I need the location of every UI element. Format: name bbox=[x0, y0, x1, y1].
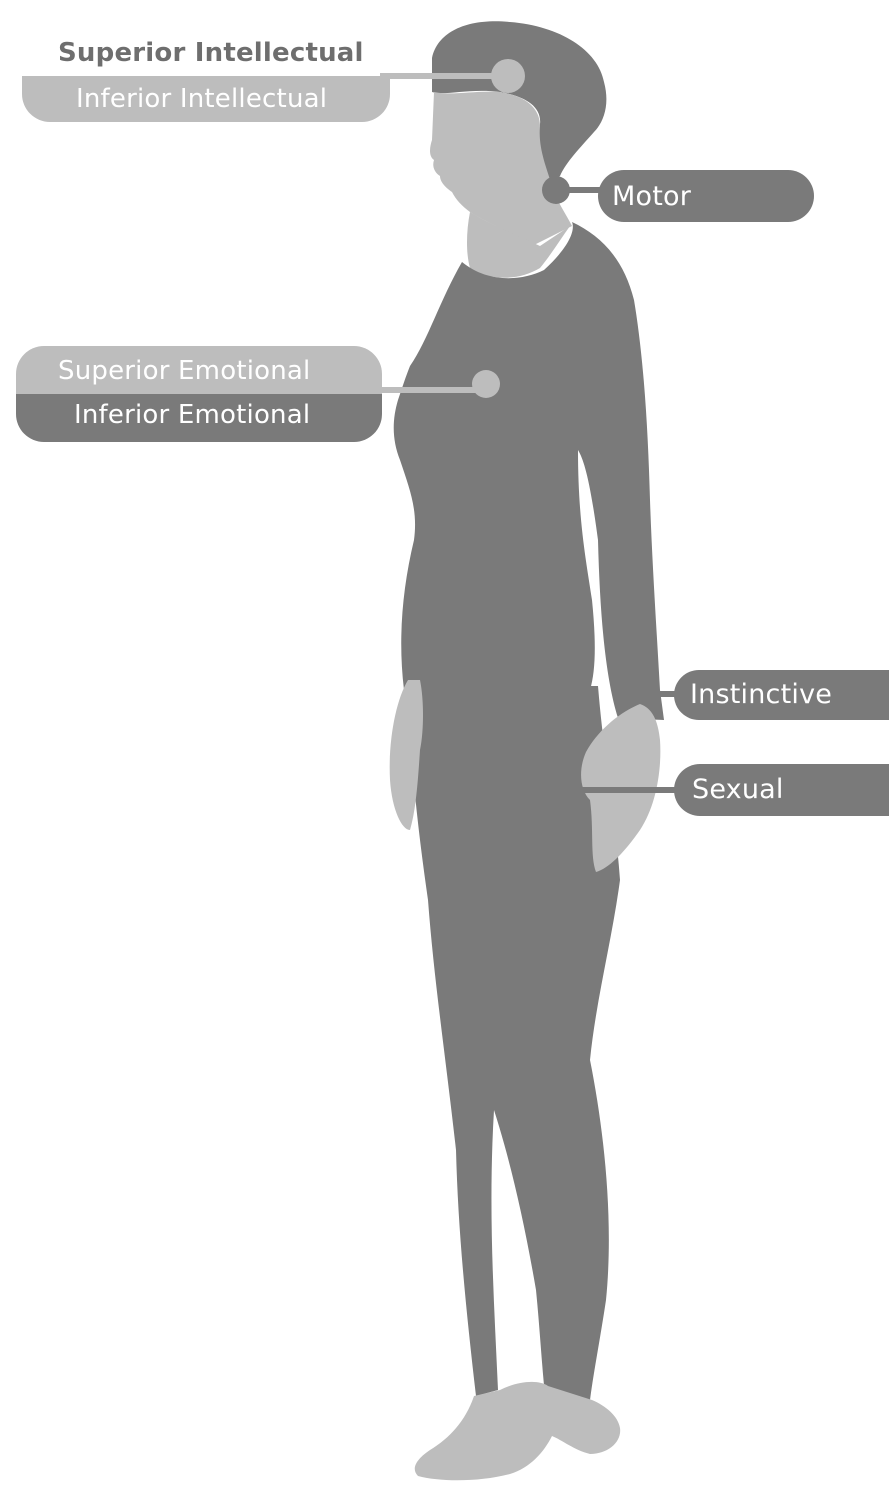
instinctive-label: Instinctive bbox=[690, 680, 832, 710]
superior-emotional-label: Superior Emotional bbox=[58, 356, 310, 386]
superior-intellectual-label: Superior Intellectual bbox=[58, 38, 364, 68]
torso-clothing bbox=[394, 222, 664, 720]
sexual-label: Sexual bbox=[692, 775, 784, 805]
motor-connector-dot bbox=[542, 176, 570, 204]
intellectual-connector-dot bbox=[491, 59, 525, 93]
emotional-connector-dot bbox=[472, 370, 500, 398]
inferior-intellectual-label: Inferior Intellectual bbox=[76, 84, 327, 114]
inferior-emotional-label: Inferior Emotional bbox=[74, 400, 310, 430]
motor-label: Motor bbox=[612, 182, 691, 212]
